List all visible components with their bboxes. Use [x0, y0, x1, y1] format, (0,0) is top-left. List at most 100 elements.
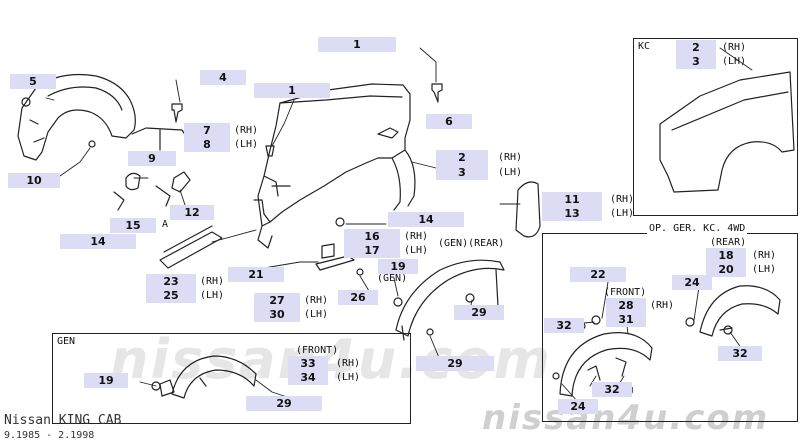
part-label[interactable]: 1 — [318, 37, 396, 52]
part-side: (RH) — [610, 194, 635, 205]
part-side: (RH) — [722, 42, 747, 53]
part-label[interactable]: 29 — [454, 305, 504, 320]
part-label[interactable]: 22 — [570, 267, 626, 282]
part-label[interactable]: 19 — [378, 259, 418, 274]
seal-strip — [163, 225, 213, 253]
part-label[interactable]: 10 — [8, 173, 60, 188]
part-side: (LH) — [404, 245, 429, 256]
part-label[interactable]: 29 — [416, 356, 494, 371]
fastener — [552, 372, 560, 380]
clip-shape — [171, 171, 191, 193]
bolt-shape — [171, 103, 183, 123]
part-label[interactable]: 7 — [184, 123, 230, 138]
caption-letter-a: A — [162, 219, 169, 230]
kc-fender — [659, 71, 795, 193]
front-flare-gen — [159, 355, 257, 399]
part-label[interactable]: 13 — [542, 206, 602, 221]
part-label[interactable]: 14 — [388, 212, 464, 227]
part-label[interactable]: 15 — [110, 218, 156, 233]
mud-flap — [515, 181, 541, 238]
part-label[interactable]: 23 — [146, 274, 196, 289]
panel-label-kc: KC — [638, 41, 651, 52]
caption-front-gen: (FRONT) — [296, 345, 339, 356]
part-label[interactable]: 1 — [254, 83, 330, 98]
panel-label-op: OP. GER. KC. 4WD — [647, 223, 748, 234]
part-side: (LH) — [304, 309, 329, 320]
part-side: (RH) — [304, 295, 329, 306]
part-label[interactable]: 21 — [228, 267, 284, 282]
part-label[interactable]: 34 — [288, 370, 328, 385]
part-label[interactable]: 18 — [706, 248, 746, 263]
part-side: (RH) — [234, 125, 259, 136]
seal-strip — [315, 255, 355, 271]
part-label[interactable]: 2 — [676, 40, 716, 55]
fastener — [723, 325, 733, 335]
footer-period: 9.1985 - 2.1998 — [4, 430, 95, 441]
rear-flare-op — [699, 285, 781, 337]
seal-strip — [159, 231, 223, 269]
part-side: (RH) — [200, 276, 225, 287]
panel-kc — [633, 38, 798, 216]
clip-shape — [113, 191, 125, 211]
part-label[interactable]: 29 — [246, 396, 322, 411]
fastener — [151, 381, 161, 391]
footer-model: Nissan KING CAB — [4, 413, 122, 428]
inner-fender-liner — [17, 73, 136, 161]
bolt-shape — [265, 145, 275, 157]
part-label[interactable]: 33 — [288, 356, 328, 371]
fastener — [465, 293, 475, 303]
part-label[interactable]: 14 — [60, 234, 136, 249]
part-label[interactable]: 12 — [170, 205, 214, 220]
panel-gen-front — [52, 333, 411, 424]
part-label[interactable]: 20 — [706, 262, 746, 277]
fastener — [426, 328, 434, 336]
part-label[interactable]: 3 — [436, 165, 488, 180]
part-label[interactable]: 9 — [128, 151, 176, 166]
part-side: (RH) — [650, 300, 675, 311]
part-label[interactable]: 31 — [606, 312, 646, 327]
bolt-shape — [431, 83, 443, 103]
part-label[interactable]: 8 — [184, 137, 230, 152]
fastener — [356, 268, 364, 276]
part-label[interactable]: 24 — [558, 399, 598, 414]
part-label[interactable]: 4 — [200, 70, 246, 85]
part-label[interactable]: 24 — [672, 275, 712, 290]
caption-rear: (REAR) — [710, 237, 747, 248]
part-side: (LH) — [200, 290, 225, 301]
part-label[interactable]: 6 — [426, 114, 472, 129]
part-label[interactable]: 26 — [338, 290, 378, 305]
part-label[interactable]: 32 — [718, 346, 762, 361]
fastener — [393, 297, 403, 307]
part-label[interactable]: 17 — [344, 243, 400, 258]
part-label[interactable]: 5 — [10, 74, 56, 89]
fender-outline — [253, 83, 416, 249]
fastener — [21, 97, 31, 107]
caption-front-right: (FRONT) — [604, 287, 647, 298]
part-label[interactable]: 27 — [254, 293, 300, 308]
part-label[interactable]: 32 — [592, 382, 632, 397]
part-label[interactable]: 30 — [254, 307, 300, 322]
part-side: (LH) — [752, 264, 777, 275]
part-label[interactable]: 19 — [84, 373, 128, 388]
part-side: (RH) — [336, 358, 361, 369]
part-side: (LH) — [336, 372, 361, 383]
panel-label-gen: GEN — [57, 336, 76, 347]
front-flare-op — [559, 332, 653, 397]
part-label[interactable]: 3 — [676, 54, 716, 69]
part-side: (LH) — [722, 56, 747, 67]
part-label[interactable]: 16 — [344, 229, 400, 244]
bracket — [131, 127, 187, 151]
part-label[interactable]: 25 — [146, 288, 196, 303]
part-label[interactable]: 11 — [542, 192, 602, 207]
part-label[interactable]: 28 — [606, 298, 646, 313]
part-side: (RH) — [752, 250, 777, 261]
part-label[interactable]: 2 — [436, 150, 488, 165]
part-label[interactable]: 32 — [544, 318, 584, 333]
part-side: (LH) — [234, 139, 259, 150]
fastener — [88, 140, 96, 148]
rear-flare-gen — [395, 259, 505, 341]
fastener — [335, 217, 345, 227]
clip-shape — [155, 185, 171, 207]
clip-shape — [125, 172, 141, 191]
